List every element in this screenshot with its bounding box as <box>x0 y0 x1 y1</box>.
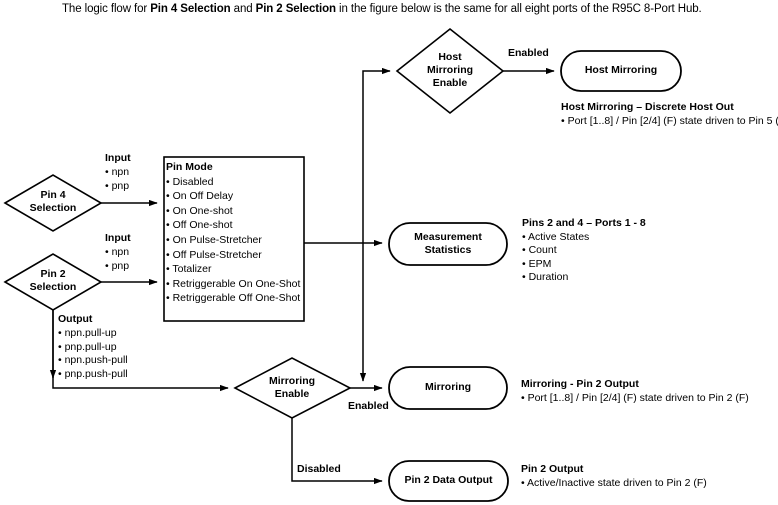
annotation-mirroring-item: • Port [1..8] / Pin [2/4] (F) state driv… <box>521 391 749 404</box>
node-label-pin2-data-output: Pin 2 Data Output <box>404 474 493 486</box>
pin4-input-list: Input • npn • pnp <box>105 152 131 193</box>
pin2-output-item: • pnp.push-pull <box>58 368 128 381</box>
pin4-input-item: • npn <box>105 165 130 178</box>
annotation-pin2-output-item: • Active/Inactive state driven to Pin 2 … <box>521 476 707 489</box>
pin-mode-heading: Pin Mode <box>166 161 213 173</box>
annotation-pin2-output: Pin 2 Output • Active/Inactive state dri… <box>521 463 707 490</box>
pin4-line2: Selection <box>29 202 77 214</box>
annotation-host-mirroring-item: • Port [1..8] / Pin [2/4] (F) state driv… <box>561 114 778 127</box>
node-pin2-data-output-shape <box>388 460 509 502</box>
node-label-pin2-selection: Pin 2 Selection <box>13 268 93 294</box>
pin-mode-item: • On Pulse-Stretcher <box>166 233 262 246</box>
pin-mode-item: • On Off Delay <box>166 190 234 203</box>
pin4-input-item: • pnp <box>105 179 130 192</box>
meas-line2: Statistics <box>424 244 472 256</box>
node-mirroring-shape <box>388 366 508 410</box>
edge-label-mirroring-disabled: Disabled <box>297 463 341 475</box>
pin2-input-item: • npn <box>105 245 130 258</box>
edge-mirroring-disabled <box>291 418 383 485</box>
pin-mode-item: • Retriggerable On One-Shot <box>166 277 301 290</box>
pin2-input-heading: Input <box>105 232 131 244</box>
edge-label-mirroring-enabled: Enabled <box>348 400 389 412</box>
pin2-input-list: Input • npn • pnp <box>105 232 131 273</box>
annotation-mirroring-heading: Mirroring - Pin 2 Output <box>521 378 639 390</box>
node-label-host-mirroring-enable: Host Mirroring Enable <box>410 51 490 90</box>
annotation-host-mirroring: Host Mirroring – Discrete Host Out • Por… <box>561 101 778 128</box>
pin-mode-item: • Totalizer <box>166 263 212 276</box>
page-caption: The logic flow for Pin 4 Selection and P… <box>62 3 702 15</box>
pin-mode-list: Pin Mode • Disabled • On Off Delay • On … <box>166 160 302 306</box>
node-label-mirroring-enable: Mirroring Enable <box>252 375 332 401</box>
annotation-measurement-item: • Duration <box>522 271 569 283</box>
me-line1: Mirroring <box>268 375 316 387</box>
pin-mode-item: • Off Pulse-Stretcher <box>166 248 262 261</box>
node-host-mirroring-shape <box>560 50 682 92</box>
annotation-measurement-item: • Count <box>522 244 557 256</box>
node-label-host-mirroring: Host Mirroring <box>584 64 658 76</box>
pin-mode-item: • Off One-shot <box>166 219 233 232</box>
pin-mode-item: • Disabled <box>166 175 214 188</box>
annotation-measurement-heading: Pins 2 and 4 – Ports 1 - 8 <box>522 217 646 229</box>
pin2-output-heading: Output <box>58 313 93 325</box>
node-label-measurement-statistics: Measurement Statistics <box>389 231 507 257</box>
node-pin-mode-shape <box>163 156 305 322</box>
annotation-pin2-output-heading: Pin 2 Output <box>521 463 584 475</box>
pin2-line2: Selection <box>29 281 77 293</box>
hme-line3: Enable <box>432 77 468 89</box>
pin2-output-list: Output • npn.pull-up • pnp.pull-up • npn… <box>58 313 128 382</box>
node-measurement-statistics-shape <box>388 222 508 266</box>
annotation-mirroring: Mirroring - Pin 2 Output • Port [1..8] /… <box>521 378 749 405</box>
pin4-line1: Pin 4 <box>40 189 66 201</box>
annotation-measurement: Pins 2 and 4 – Ports 1 - 8 • Active Stat… <box>522 217 646 285</box>
annotation-measurement-item: • Active States <box>522 230 590 243</box>
pin2-output-item: • npn.push-pull <box>58 354 128 367</box>
pin-mode-item: • On One-shot <box>166 204 233 217</box>
edge-trunk-up <box>362 67 391 243</box>
node-label-mirroring: Mirroring <box>424 381 472 393</box>
me-line2: Enable <box>274 388 310 400</box>
pin2-output-item: • pnp.pull-up <box>58 340 117 353</box>
pin2-line1: Pin 2 <box>40 268 66 280</box>
pin-mode-item: • Retriggerable Off One-Shot <box>166 292 301 305</box>
edge-label-host-enabled: Enabled <box>508 47 549 59</box>
pin2-input-item: • pnp <box>105 259 130 272</box>
pin2-output-item: • npn.pull-up <box>58 326 117 339</box>
meas-line1: Measurement <box>414 231 482 243</box>
annotation-measurement-item: • EPM <box>522 257 552 270</box>
hme-line1: Host <box>438 51 462 63</box>
pin4-input-heading: Input <box>105 152 131 164</box>
node-label-pin4-selection: Pin 4 Selection <box>13 189 93 215</box>
hme-line2: Mirroring <box>426 64 474 76</box>
annotation-host-mirroring-heading: Host Mirroring – Discrete Host Out <box>561 101 734 113</box>
